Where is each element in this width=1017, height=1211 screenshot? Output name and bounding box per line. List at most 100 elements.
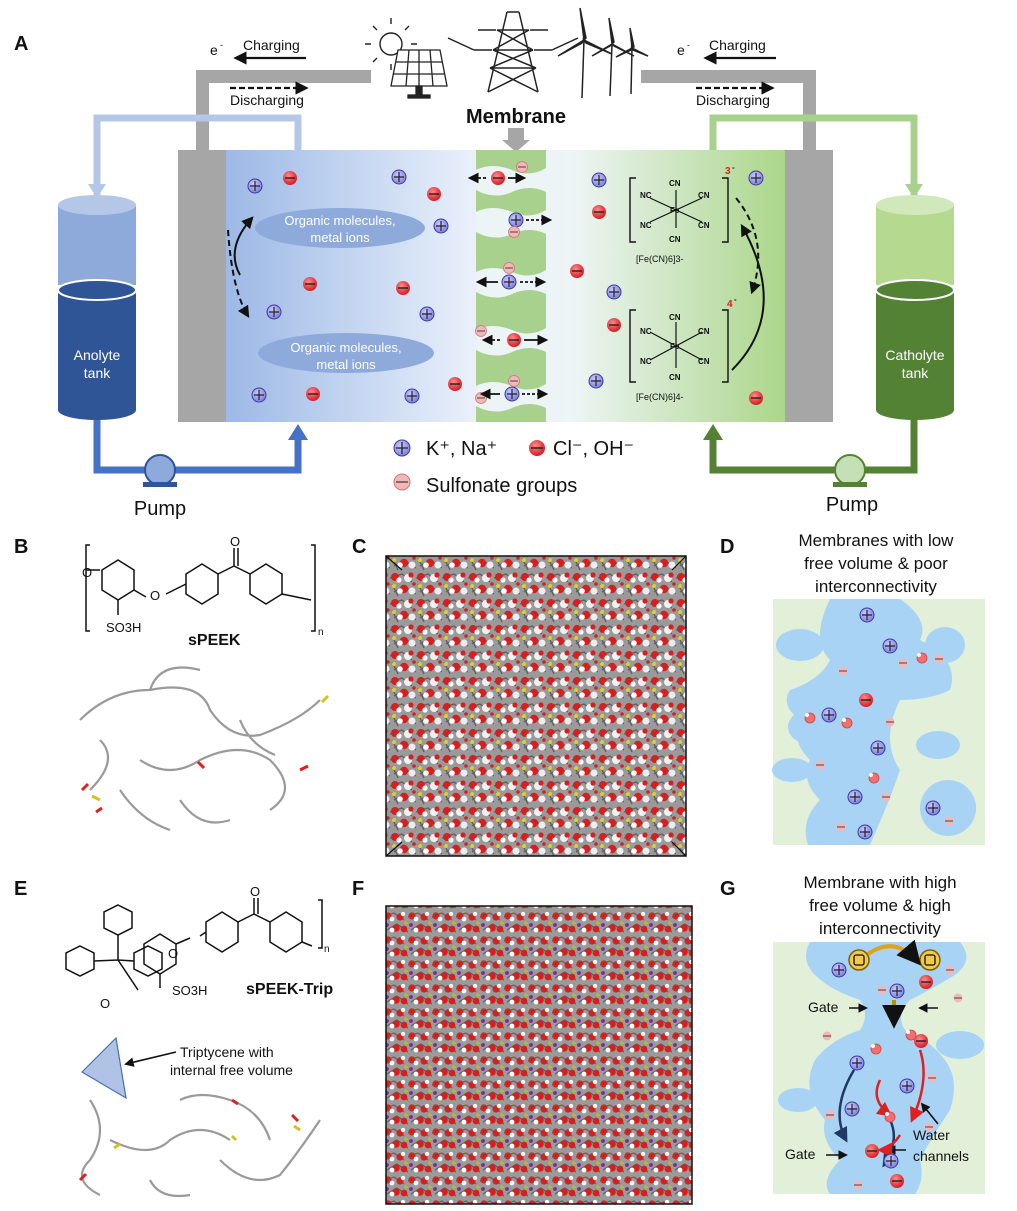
svg-text:Anolyte: Anolyte	[74, 347, 121, 363]
pump-right-icon	[833, 454, 867, 487]
legend-sulfonate: Sulfonate groups	[426, 475, 577, 497]
anolyte-tank: Anolyte tank	[57, 195, 137, 420]
panel-label-f: F	[352, 878, 364, 900]
svg-text:internal free volume: internal free volume	[170, 1062, 293, 1078]
panel-label-e: E	[14, 878, 27, 900]
redox-arrow-left-charge	[233, 216, 254, 276]
organic-molecules-top: Organic molecules, metal ions	[255, 208, 425, 248]
svg-text:-: -	[687, 40, 690, 50]
svg-text:metal ions: metal ions	[316, 357, 376, 372]
md-snapshot-speek-trip	[385, 905, 693, 1205]
svg-text:Membrane with high: Membrane with high	[803, 873, 956, 892]
catholyte-flow-arrow	[905, 184, 923, 198]
svg-text:CN: CN	[698, 221, 710, 230]
ferricyanide-label: [Fe(CN)6]3-	[636, 254, 684, 264]
organic-molecules-bottom: Organic molecules, metal ions	[258, 333, 434, 373]
svg-text:CN: CN	[698, 327, 710, 336]
charging-label-left: Charging	[243, 37, 300, 53]
svg-text:free volume & high: free volume & high	[809, 896, 951, 915]
legend: K⁺, Na⁺ Cl⁻, OH⁻ Sulfonate groups	[393, 438, 634, 497]
svg-text:CN: CN	[698, 357, 710, 366]
redox-arrow-left-discharge	[227, 229, 250, 319]
cell-ions	[247, 161, 764, 405]
power-tower-icon	[447, 11, 579, 93]
svg-text:tank: tank	[902, 365, 929, 381]
high-free-volume-membrane: Gate Gate Water channels	[773, 939, 985, 1194]
solar-panel-icon	[390, 49, 448, 99]
membrane-title: Membrane	[466, 106, 566, 128]
svg-text:3: 3	[725, 166, 731, 177]
svg-text:free volume & poor: free volume & poor	[804, 554, 948, 573]
ferricyanide-complex: CN CN NC CN NC CN Fe 3 - [Fe(CN)6]3-	[629, 163, 735, 264]
svg-text:O: O	[150, 588, 160, 603]
svg-text:Fe: Fe	[670, 206, 680, 215]
svg-text:NC: NC	[640, 357, 652, 366]
panel-label-b: B	[14, 536, 28, 558]
svg-text:O: O	[168, 946, 178, 961]
svg-text:NC: NC	[640, 191, 652, 200]
ferrocyanide-label: [Fe(CN)6]4-	[636, 392, 684, 402]
speek-structure	[85, 544, 316, 632]
svg-text:tank: tank	[84, 365, 111, 381]
svg-text:CN: CN	[669, 235, 681, 244]
svg-text:Fe: Fe	[670, 342, 680, 351]
speek-name: sPEEK	[188, 632, 241, 649]
charge-arrows-left: e - Charging Discharging	[210, 37, 309, 108]
redox-arrow-right-charge	[731, 223, 765, 371]
discharging-label-left: Discharging	[230, 92, 304, 108]
redox-arrow-right-discharge	[735, 197, 761, 295]
svg-text:-: -	[220, 40, 223, 50]
discharging-label-right: Discharging	[696, 92, 770, 108]
svg-text:CN: CN	[669, 313, 681, 322]
panel-label-d: D	[720, 536, 734, 558]
charge-arrows-right: e - Charging Discharging	[677, 37, 776, 108]
svg-text:e: e	[677, 42, 685, 58]
svg-text:CN: CN	[669, 373, 681, 382]
svg-text:-: -	[732, 163, 735, 172]
gate-label-bottom: Gate	[785, 1146, 816, 1162]
svg-text:n: n	[318, 627, 324, 638]
svg-text:CN: CN	[698, 191, 710, 200]
legend-cations: K⁺, Na⁺	[426, 438, 497, 460]
membrane-pointer-arrow	[502, 128, 530, 152]
tubes-bottom	[93, 412, 918, 474]
svg-text:Triptycene with: Triptycene with	[180, 1044, 274, 1060]
svg-text:Catholyte: Catholyte	[885, 347, 944, 363]
ferrocyanide-complex: CN CN NC CN NC CN Fe 4 - [Fe(CN)6]4-	[629, 295, 737, 402]
svg-text:-: -	[734, 295, 737, 304]
panel-label-g: G	[720, 878, 736, 900]
svg-text:channels: channels	[913, 1148, 969, 1164]
svg-text:NC: NC	[640, 327, 652, 336]
pump-label-right: Pump	[826, 494, 878, 516]
svg-text:Organic molecules,: Organic molecules,	[284, 213, 395, 228]
svg-text:O: O	[100, 996, 110, 1011]
water-channels-label: Water	[913, 1127, 950, 1143]
speek-so3h: SO3H	[106, 620, 141, 635]
svg-text:NC: NC	[640, 221, 652, 230]
speek-trip-so3h: SO3H	[172, 983, 207, 998]
speek-3d-model	[79, 666, 330, 832]
legend-anions: Cl⁻, OH⁻	[553, 438, 634, 460]
sun-icon	[365, 18, 417, 70]
svg-text:interconnectivity: interconnectivity	[819, 919, 941, 938]
pump-left-icon	[143, 454, 177, 487]
triptycene-3d-model: Triptycene with internal free volume	[78, 1036, 321, 1198]
electrode-wires	[196, 70, 816, 152]
speek-trip-name: sPEEK-Trip	[246, 981, 333, 998]
svg-text:e: e	[210, 42, 218, 58]
svg-text:O: O	[230, 534, 240, 549]
gate-label-top: Gate	[808, 999, 839, 1015]
low-free-volume-membrane	[772, 599, 985, 845]
catholyte-tank: Catholyte tank	[875, 195, 955, 420]
charging-label-right: Charging	[709, 37, 766, 53]
svg-text:Membranes with low: Membranes with low	[799, 531, 955, 550]
panel-label-c: C	[352, 536, 366, 558]
md-snapshot-speek	[385, 555, 687, 857]
svg-text:O: O	[82, 565, 92, 580]
svg-text:n: n	[324, 944, 330, 955]
anolyte-flow-arrow	[88, 184, 106, 198]
speek-trip-structure	[65, 898, 323, 991]
pump-label-left: Pump	[134, 498, 186, 520]
panel-label-a: A	[14, 33, 28, 55]
